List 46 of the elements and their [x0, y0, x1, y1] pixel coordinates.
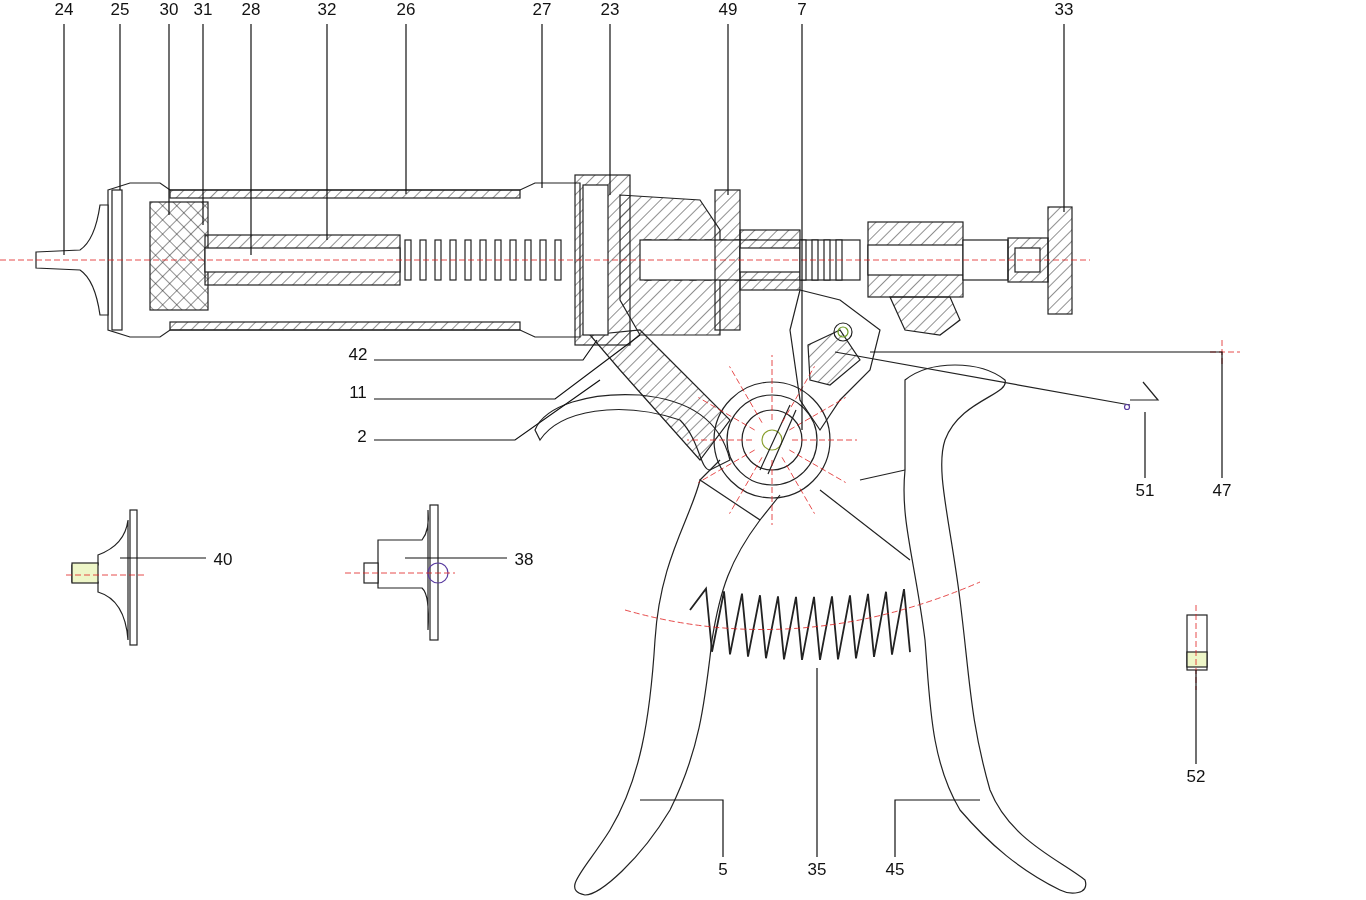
callout-number: 24: [54, 0, 74, 20]
leader-line: [1195, 669, 1197, 765]
leader-line: [119, 23, 121, 191]
leader-line: [326, 23, 328, 241]
leader-line: [404, 557, 508, 559]
callout-number: 23: [600, 0, 620, 20]
leader-line: [373, 339, 598, 361]
leader-line: [373, 334, 641, 400]
callout-number: 32: [317, 0, 337, 20]
leader-line: [639, 799, 724, 858]
callout-number: 47: [1212, 481, 1232, 501]
callout-number: 35: [807, 860, 827, 880]
leader-line: [801, 23, 803, 431]
callout-number: 27: [532, 0, 552, 20]
leader-line: [541, 23, 543, 189]
callout-number: 25: [110, 0, 130, 20]
callout-number: 5: [718, 860, 728, 880]
leader-line: [168, 23, 170, 216]
leader-line: [1144, 411, 1146, 479]
callout-number: 7: [797, 0, 807, 20]
leader-line: [1063, 23, 1065, 213]
callout-number: 31: [193, 0, 213, 20]
leader-line: [119, 557, 207, 559]
leader-line: [869, 351, 1223, 479]
callout-number: 52: [1186, 767, 1206, 787]
callout-number: 11: [349, 383, 367, 403]
callout-number: 26: [396, 0, 416, 20]
leader-line: [727, 23, 729, 196]
callout-number: 45: [885, 860, 905, 880]
leader-line: [202, 23, 204, 226]
callout-number: 2: [357, 427, 367, 447]
callout-number: 42: [348, 345, 368, 365]
callout-number: 28: [241, 0, 261, 20]
leader-line: [816, 667, 818, 858]
callout-number: 38: [514, 550, 534, 570]
callout-number: 40: [213, 550, 233, 570]
callout-number: 33: [1054, 0, 1074, 20]
leader-line: [405, 23, 407, 195]
leader-line: [609, 23, 611, 196]
leader-line: [373, 379, 601, 441]
callout-number: 51: [1135, 481, 1155, 501]
callout-number: 49: [718, 0, 738, 20]
callout-number: 30: [159, 0, 179, 20]
leader-line: [250, 23, 252, 256]
leader-line: [894, 799, 981, 858]
leader-line: [63, 23, 65, 256]
